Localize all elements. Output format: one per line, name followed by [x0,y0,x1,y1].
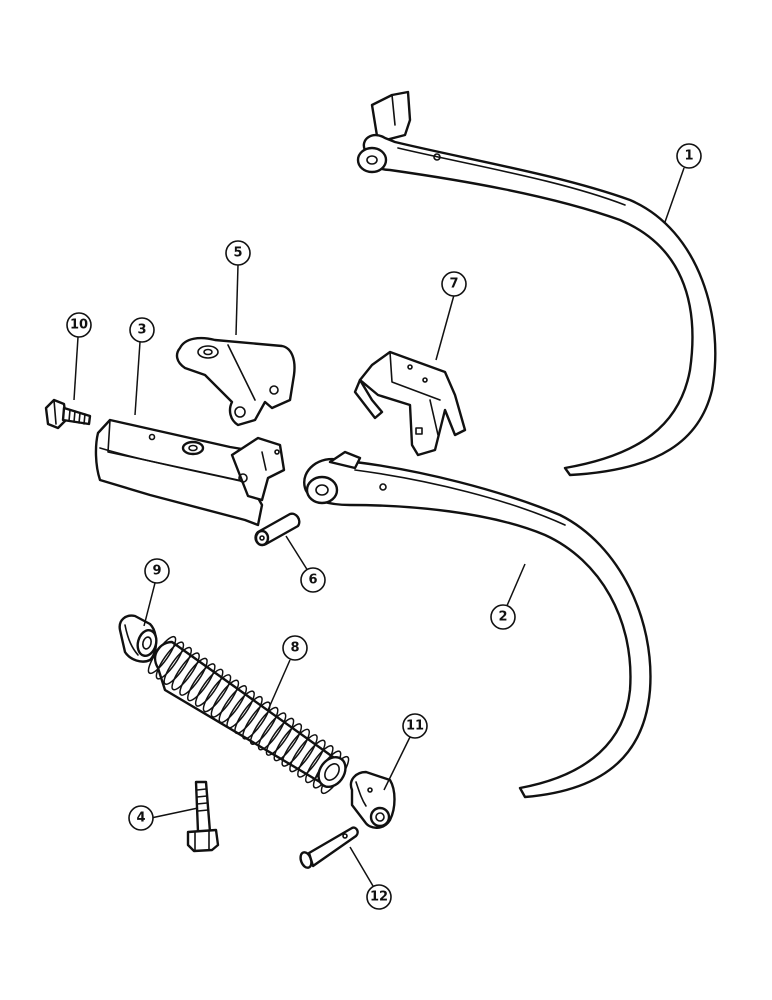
spring-coil [179,657,208,696]
callout-7: 7 [441,271,467,297]
callout-label: 12 [370,890,388,905]
pin [254,512,301,547]
spring-coil [218,685,248,724]
tine-lower [303,450,652,799]
clevis-pin [299,826,359,869]
spring-coil [234,695,263,735]
callout-label: 10 [70,318,88,333]
spring-coil [194,668,224,707]
callout-label: 4 [136,811,145,826]
callout-label: 5 [233,246,242,261]
bolt-10 [44,398,92,430]
spring-coil [242,701,271,740]
spring-coil [210,679,240,718]
spring-coil [187,663,216,702]
callout-10: 10 [66,312,92,338]
callout-1: 1 [676,143,702,169]
bolt-4 [186,780,220,853]
spring-coil [281,728,310,767]
spring-coil [297,739,326,778]
spring-coil [273,723,303,762]
callout-label: 9 [152,564,161,579]
callout-label: 8 [290,641,299,656]
spring-coil [155,641,185,680]
callout-label: 1 [684,149,693,164]
spring-coil [289,734,318,773]
bracket-7 [353,350,467,457]
spring-coil [226,690,255,729]
spring-coil [265,717,295,756]
spring-coil [249,706,279,745]
spring-eye [349,770,396,829]
callout-5: 5 [225,240,251,266]
spring-coil [171,652,200,691]
spring [147,635,350,795]
spring-coil [163,646,192,685]
callout-label: 2 [498,610,507,625]
callout-label: 3 [137,323,146,338]
callout-label: 11 [406,719,424,734]
spring-coil [147,635,177,675]
callout-4: 4 [128,805,154,831]
callout-2: 2 [490,604,516,630]
spring-coil [257,712,287,751]
spring-coil [202,674,232,713]
bracket-plate [175,336,296,427]
mounting-bracket [94,418,286,527]
callout-9: 9 [144,558,170,584]
callout-label: 6 [308,573,317,588]
callout-12: 12 [366,884,392,910]
callout-label: 7 [449,277,458,292]
callout-11: 11 [402,713,428,739]
callout-8: 8 [282,635,308,661]
callout-6: 6 [300,567,326,593]
leader-lines [73,167,685,887]
spring-cap [118,614,158,663]
callout-3: 3 [129,317,155,343]
tine-upper [356,90,717,477]
